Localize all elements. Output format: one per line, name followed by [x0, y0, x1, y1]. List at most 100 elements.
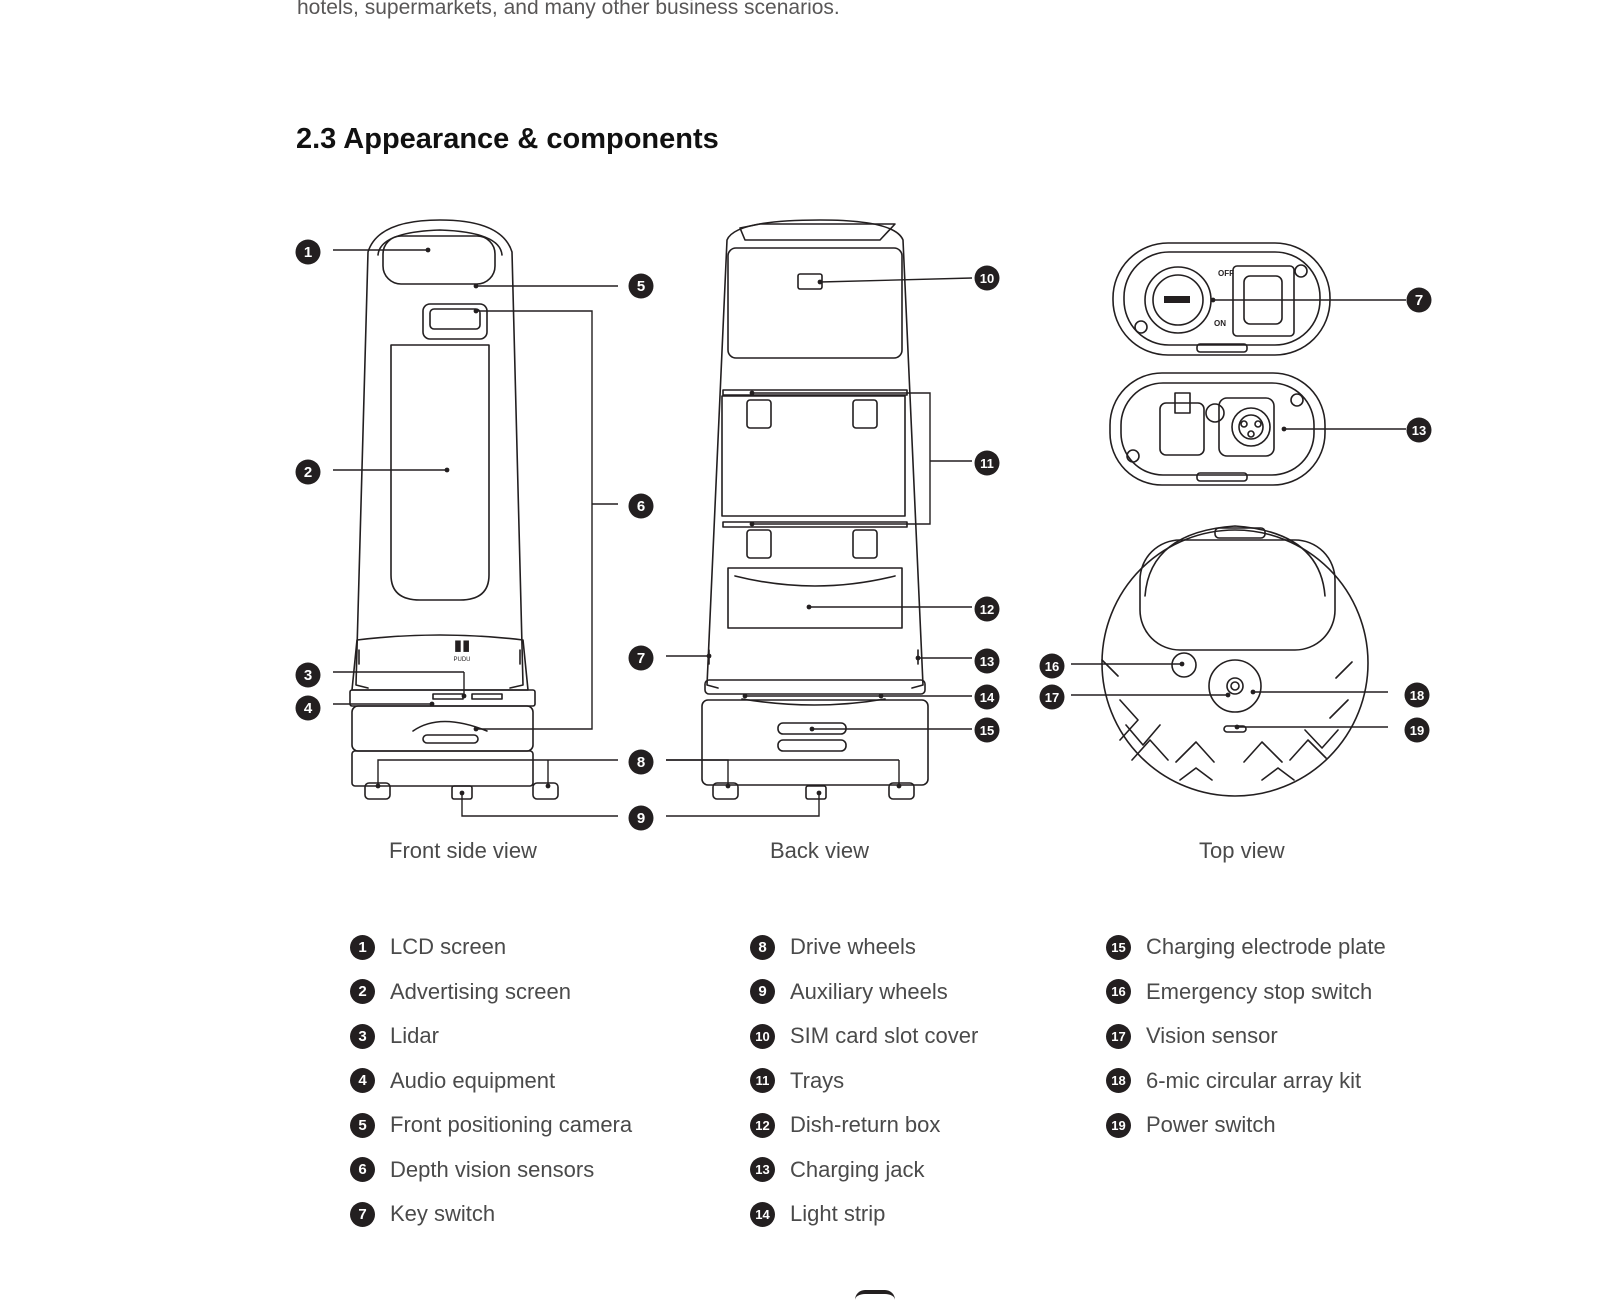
legend-number-badge: 1 [350, 934, 375, 960]
legend-label: Advertising screen [390, 978, 571, 1004]
svg-text:19: 19 [1410, 723, 1424, 738]
svg-text:8: 8 [637, 754, 645, 771]
top-view-overhead [1101, 525, 1369, 797]
legend-label: Front positioning camera [390, 1112, 633, 1137]
callout-1: 1 [295, 239, 321, 265]
leader-lines [333, 249, 1406, 817]
svg-text:17: 17 [1045, 690, 1059, 705]
svg-text:5: 5 [637, 278, 645, 295]
legend-number-badge: 13 [750, 1157, 775, 1182]
off-label: OFF [1218, 269, 1234, 278]
legend-number-badge: 14 [750, 1201, 775, 1227]
callout-12: 12 [974, 596, 1000, 622]
callout-4: 4 [295, 695, 321, 721]
back-view-robot [701, 219, 929, 800]
legend-label: Power switch [1146, 1112, 1276, 1137]
legend-item: 9 Auxiliary wheels [750, 977, 948, 1007]
svg-text:15: 15 [980, 723, 994, 738]
callout-3: 3 [295, 662, 321, 688]
legend-label: Audio equipment [390, 1067, 556, 1093]
legend-number-badge: 3 [350, 1023, 375, 1049]
svg-text:18: 18 [1410, 688, 1424, 703]
pudu-logo-text: PUDU [453, 657, 470, 663]
legend-item: 11 Trays [750, 1066, 844, 1096]
callout-8: 8 [628, 749, 654, 775]
legend-label: Vision sensor [1146, 1023, 1278, 1048]
legend-number-badge: 16 [1106, 979, 1131, 1004]
callout-5: 5 [628, 273, 654, 299]
legend-label: Key switch [390, 1201, 496, 1226]
svg-text:14: 14 [980, 690, 995, 705]
svg-text:7: 7 [637, 650, 645, 667]
legend-label: LCD screen [390, 934, 507, 959]
callout-19: 19 [1404, 717, 1430, 743]
callout-13-top-view: 13 [1406, 417, 1432, 443]
legend-number-badge: 15 [1106, 934, 1131, 960]
svg-text:1: 1 [304, 244, 312, 261]
pudu-logo-mark: ▮▮ [454, 637, 471, 654]
legend-label: Dish-return box [790, 1112, 941, 1137]
legend-number-badge: 19 [1106, 1112, 1131, 1138]
callout-15: 15 [974, 717, 1000, 743]
legend-item: 19 Power switch [1106, 1110, 1276, 1140]
svg-text:16: 16 [1045, 659, 1059, 674]
svg-text:7: 7 [1415, 292, 1423, 309]
legend-number-badge: 6 [350, 1157, 375, 1182]
legend-number-badge: 4 [350, 1068, 375, 1093]
legend-item: 16 Emergency stop switch [1106, 977, 1372, 1007]
legend-label: Trays [790, 1067, 845, 1093]
legend-item: 7 Key switch [350, 1199, 495, 1229]
legend-label: Auxiliary wheels [790, 978, 948, 1004]
callout-13: 13 [974, 648, 1000, 674]
legend-item: 14 Light strip [750, 1199, 885, 1229]
svg-text:10: 10 [980, 271, 994, 286]
legend-label: Lidar [390, 1023, 439, 1048]
intro-paragraph: hotels, supermarkets, and many other bus… [297, 0, 840, 19]
legend-label: SIM card slot cover [790, 1023, 979, 1048]
callout-7: 7 [628, 645, 654, 671]
section-title: 2.3 Appearance & components [296, 123, 719, 155]
legend-number-badge: 7 [350, 1201, 375, 1227]
callout-9: 9 [628, 805, 654, 831]
top-view-caption: Top view [1199, 838, 1285, 863]
svg-text:4: 4 [304, 700, 313, 717]
legend-item: 4 Audio equipment [350, 1066, 555, 1096]
svg-text:13: 13 [980, 654, 994, 669]
legend-label: Depth vision sensors [390, 1156, 595, 1182]
components-diagram: ▮▮ PUDU [295, 219, 1432, 831]
legend-item: 6 Depth vision sensors [350, 1155, 594, 1185]
svg-text:12: 12 [980, 602, 994, 617]
back-view-caption: Back view [770, 838, 870, 863]
top-view-switch-panel: OFF ON [1112, 242, 1331, 356]
callout-17: 17 [1039, 684, 1065, 710]
callout-6: 6 [628, 493, 654, 519]
legend-item: 10 SIM card slot cover [750, 1021, 978, 1051]
callout-11: 11 [974, 450, 1000, 476]
legend-number-badge: 10 [750, 1023, 775, 1049]
callout-14: 14 [974, 684, 1000, 710]
legend-label: Light strip [790, 1201, 886, 1226]
legend-number-badge: 18 [1106, 1068, 1131, 1093]
callout-10: 10 [974, 265, 1000, 291]
svg-text:13: 13 [1412, 423, 1426, 438]
legend-label: Drive wheels [790, 934, 916, 959]
callout-7-top-view: 7 [1406, 287, 1432, 313]
svg-text:2: 2 [304, 464, 312, 481]
front-view-caption: Front side view [389, 838, 537, 863]
legend-item: 3 Lidar [350, 1021, 439, 1051]
legend-label: Emergency stop switch [1146, 978, 1373, 1004]
legend-number-badge: 11 [750, 1068, 775, 1093]
leader-dots [375, 247, 1287, 796]
svg-text:9: 9 [637, 810, 645, 827]
callout-2: 2 [295, 459, 321, 485]
callout-18: 18 [1404, 682, 1430, 708]
svg-text:11: 11 [980, 456, 994, 471]
legend-number-badge: 9 [750, 979, 775, 1004]
